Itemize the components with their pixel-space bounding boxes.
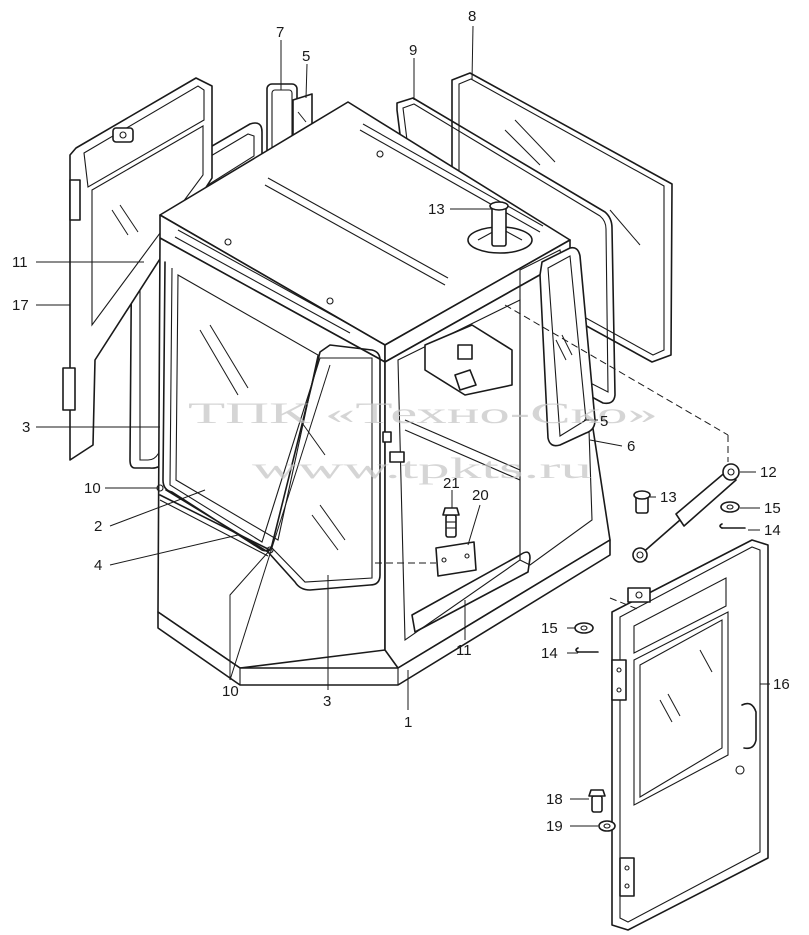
washer-15-left — [574, 622, 594, 634]
callout-labels: 7 5 8 9 13 11 17 3 10 2 4 10 3 1 11 21 2… — [12, 8, 790, 835]
callout-20: 20 — [472, 487, 489, 504]
callout-3-bottom: 3 — [323, 693, 331, 710]
callout-9: 9 — [409, 42, 417, 59]
callout-7: 7 — [276, 24, 284, 41]
callout-13-top: 13 — [428, 201, 445, 218]
callout-15-right: 15 — [764, 500, 781, 517]
clip-14-left — [575, 647, 599, 653]
callout-1: 1 — [404, 714, 412, 731]
callout-16: 16 — [773, 676, 790, 693]
callout-17: 17 — [12, 297, 29, 314]
gas-strut-12 — [632, 463, 740, 563]
watermark-line1: ТПК «Техно-Ско» — [188, 397, 658, 430]
front-left-glass — [175, 274, 346, 551]
callout-5-top: 5 — [302, 48, 310, 65]
callout-10-left: 10 — [84, 480, 101, 497]
callout-18: 18 — [546, 791, 563, 808]
callout-11-bottom: 11 — [456, 642, 472, 659]
bottom-door-seal — [411, 551, 531, 633]
callout-2: 2 — [94, 518, 102, 535]
pin-13-top — [489, 201, 509, 247]
bolt-21 — [442, 507, 460, 538]
plate-20 — [435, 541, 477, 577]
washer-19 — [598, 820, 616, 832]
callout-14-left: 14 — [541, 645, 558, 662]
callout-3-left: 3 — [22, 419, 30, 436]
callout-11-left: 11 — [12, 254, 28, 271]
callout-8: 8 — [468, 8, 476, 25]
callout-14-right: 14 — [764, 522, 781, 539]
callout-15-left: 15 — [541, 620, 558, 637]
callout-5-right: 5 — [600, 413, 608, 430]
callout-19: 19 — [546, 818, 563, 835]
watermark-line2: www.tpkts.ru — [252, 452, 592, 485]
callout-6: 6 — [627, 438, 635, 455]
callout-10-bottom: 10 — [222, 683, 239, 700]
right-door — [611, 539, 769, 931]
front-left-glass-seal — [162, 261, 381, 591]
pin-13-right — [633, 490, 651, 514]
callout-12: 12 — [760, 464, 777, 481]
washer-15-right — [720, 501, 740, 513]
watermark: ТПК «Техно-Ско» www.tpkts.ru — [188, 397, 658, 485]
callout-4: 4 — [94, 557, 102, 574]
bolt-18 — [588, 789, 606, 813]
left-door — [62, 77, 213, 461]
assembly-dash-lines — [375, 304, 729, 611]
callout-13-right: 13 — [660, 489, 677, 506]
clip-14-right — [719, 523, 746, 529]
callout-21: 21 — [443, 475, 460, 492]
leader-lines — [36, 25, 770, 827]
